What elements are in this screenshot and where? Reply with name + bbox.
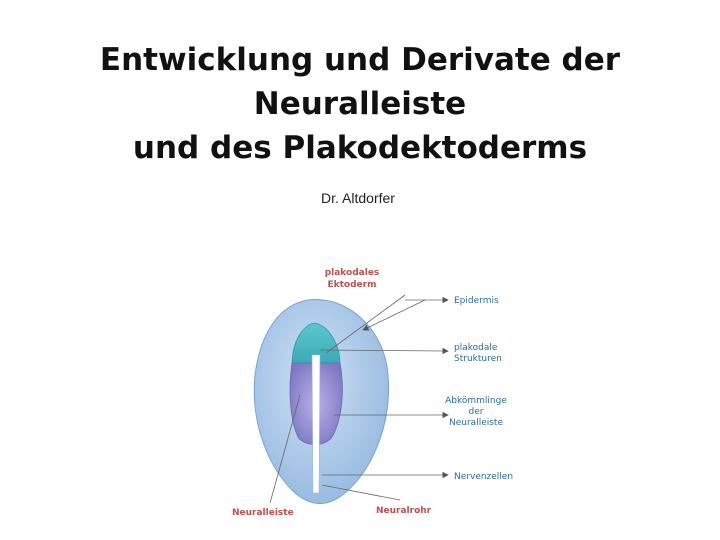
neural-crest-diagram: plakodales Ektoderm Epidermis plakodale … [232, 268, 513, 518]
leader-lines [269, 294, 449, 504]
label-plakodales-1: plakodales [325, 268, 380, 278]
label-epidermis: Epidermis [454, 296, 499, 306]
title-line-1: Entwicklung und Derivate der [99, 42, 621, 78]
label-plakodales-2: Ektoderm [328, 280, 377, 290]
neural-tube [311, 354, 321, 494]
label-abkoemmlinge-1: Abkömmlinge [445, 396, 507, 406]
title-line-3: und des Plakodektoderms [132, 130, 588, 166]
label-abkoemmlinge-3: Neuralleiste [449, 418, 503, 428]
label-plakodale-1: plakodale [454, 343, 498, 353]
title-line-2: Neuralleiste [253, 86, 467, 122]
label-plakodale-2: Strukturen [454, 354, 502, 364]
author-name: Dr. Altdorfer [321, 190, 395, 206]
label-abkoemmlinge-2: der [469, 407, 484, 417]
label-nervenzellen: Nervenzellen [454, 472, 513, 482]
slide-title: Entwicklung und Derivate der Neuralleist… [0, 38, 720, 170]
label-neuralleiste: Neuralleiste [232, 508, 294, 518]
label-neuralrohr: Neuralrohr [376, 506, 432, 516]
